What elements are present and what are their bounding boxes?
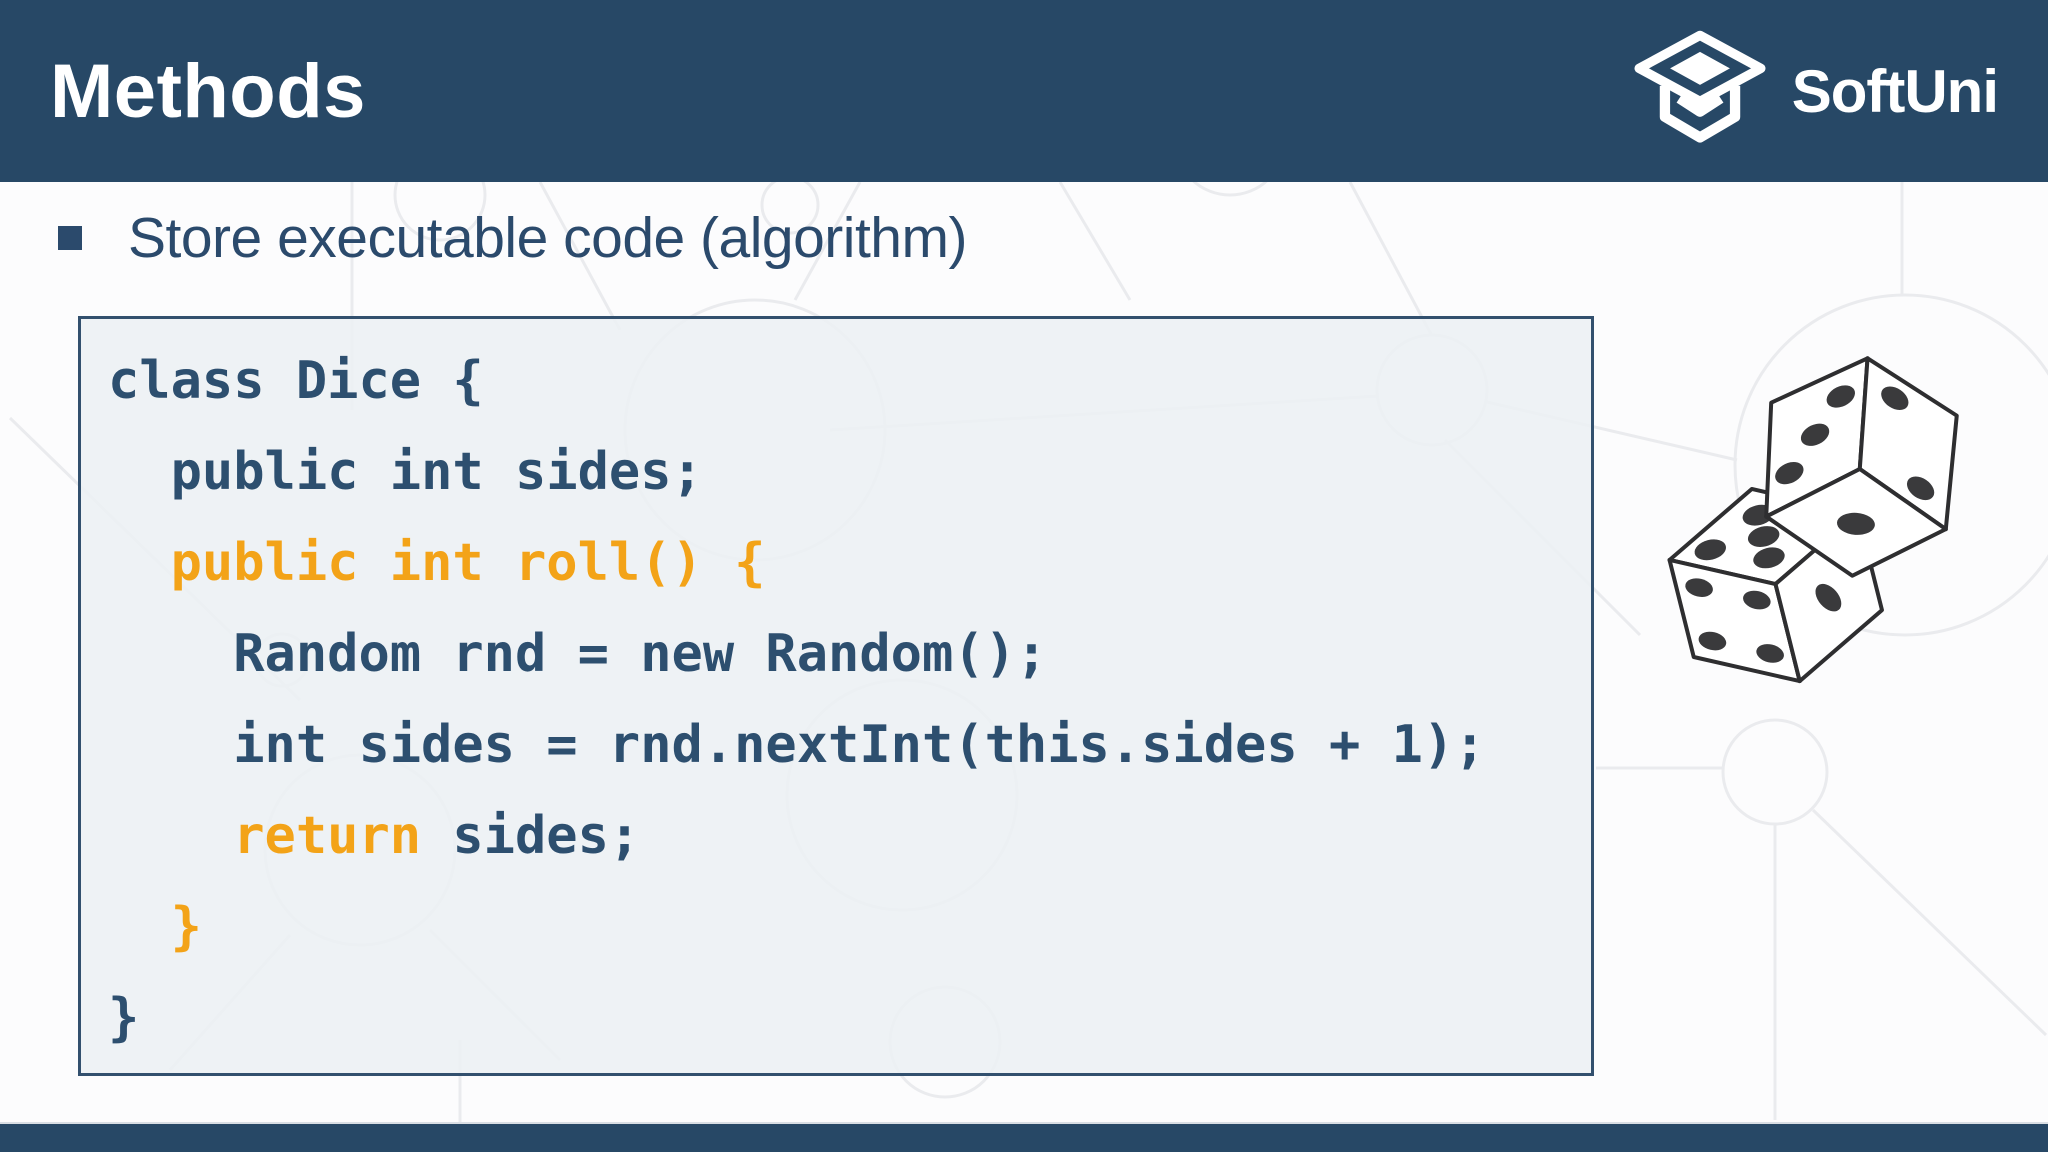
code-line: Random rnd = new Random(); (233, 624, 1048, 684)
code-line: class Dice { (108, 351, 484, 411)
code-line: } (170, 897, 202, 957)
bullet-item: Store executable code (algorithm) (58, 210, 967, 267)
code-line: public int sides; (170, 442, 703, 502)
softuni-logo: SoftUni (1634, 30, 1999, 153)
footer-bar (0, 1122, 2048, 1152)
graduation-cap-icon (1634, 30, 1766, 153)
page-title: Methods (50, 48, 366, 134)
code-line: return sides; (233, 806, 641, 866)
code-block: class Dice { public int sides; public int … (78, 316, 1594, 1076)
bullet-text: Store executable code (algorithm) (128, 206, 967, 270)
code-line: } (108, 988, 140, 1048)
header-bar: Methods SoftUni (0, 0, 2048, 182)
code-line: int sides = rnd.nextInt(this.sides + 1); (233, 715, 1486, 775)
logo-text: SoftUni (1791, 57, 1999, 125)
dice-illustration (1667, 356, 1959, 684)
square-bullet-icon (58, 226, 82, 250)
code-line: public int roll() { (170, 533, 766, 593)
